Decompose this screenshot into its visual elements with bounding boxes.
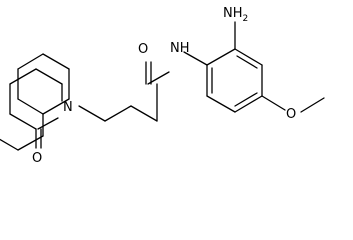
bond-n-ch2 bbox=[78, 105, 106, 122]
atom-label-lactam-oxygen: O bbox=[32, 151, 42, 166]
bond-ring-n-c2 bbox=[42, 98, 70, 115]
bond-ring-c6-c7 bbox=[42, 53, 70, 70]
bond-ring-c4-c5 bbox=[0, 138, 19, 151]
bond-ar-5 bbox=[206, 95, 236, 113]
bond-ar-2b bbox=[236, 55, 258, 69]
bond-ring-c7-c8 bbox=[17, 53, 44, 70]
bond-r5 bbox=[9, 113, 37, 130]
bond-nh-aryl bbox=[183, 51, 208, 66]
atom-label-methoxy-oxygen: O bbox=[286, 107, 296, 122]
molecule-canvas: O NH NH2 O N O bbox=[0, 6, 325, 166]
atom-label-amine-nitrogen: NH2 bbox=[223, 6, 248, 24]
bond-r2 bbox=[9, 68, 37, 85]
atom-label-amide-nitrogen: NH bbox=[170, 41, 190, 56]
bond-o-ch3 bbox=[300, 97, 325, 113]
molecule-structure: O NH NH2 O N O bbox=[0, 6, 325, 166]
bond-ar-1 bbox=[206, 48, 236, 66]
bond-ring-c9-c10 bbox=[17, 98, 44, 115]
bond-ring-c3-c4 bbox=[17, 135, 44, 151]
bond-ar-2 bbox=[234, 48, 263, 66]
bond-ar-4 bbox=[234, 95, 263, 113]
bond-r7 bbox=[37, 117, 59, 130]
bond-ar-4b bbox=[234, 92, 258, 107]
atom-label-amide-oxygen: O bbox=[138, 42, 148, 57]
atom-label-ring-nitrogen: N bbox=[63, 100, 73, 115]
bond-ch2-ch2 bbox=[104, 105, 132, 122]
bond-ar-o bbox=[261, 95, 286, 111]
bond-r3 bbox=[35, 68, 63, 85]
bond-c-nh bbox=[147, 71, 170, 85]
bond-ch2-co bbox=[130, 105, 158, 122]
